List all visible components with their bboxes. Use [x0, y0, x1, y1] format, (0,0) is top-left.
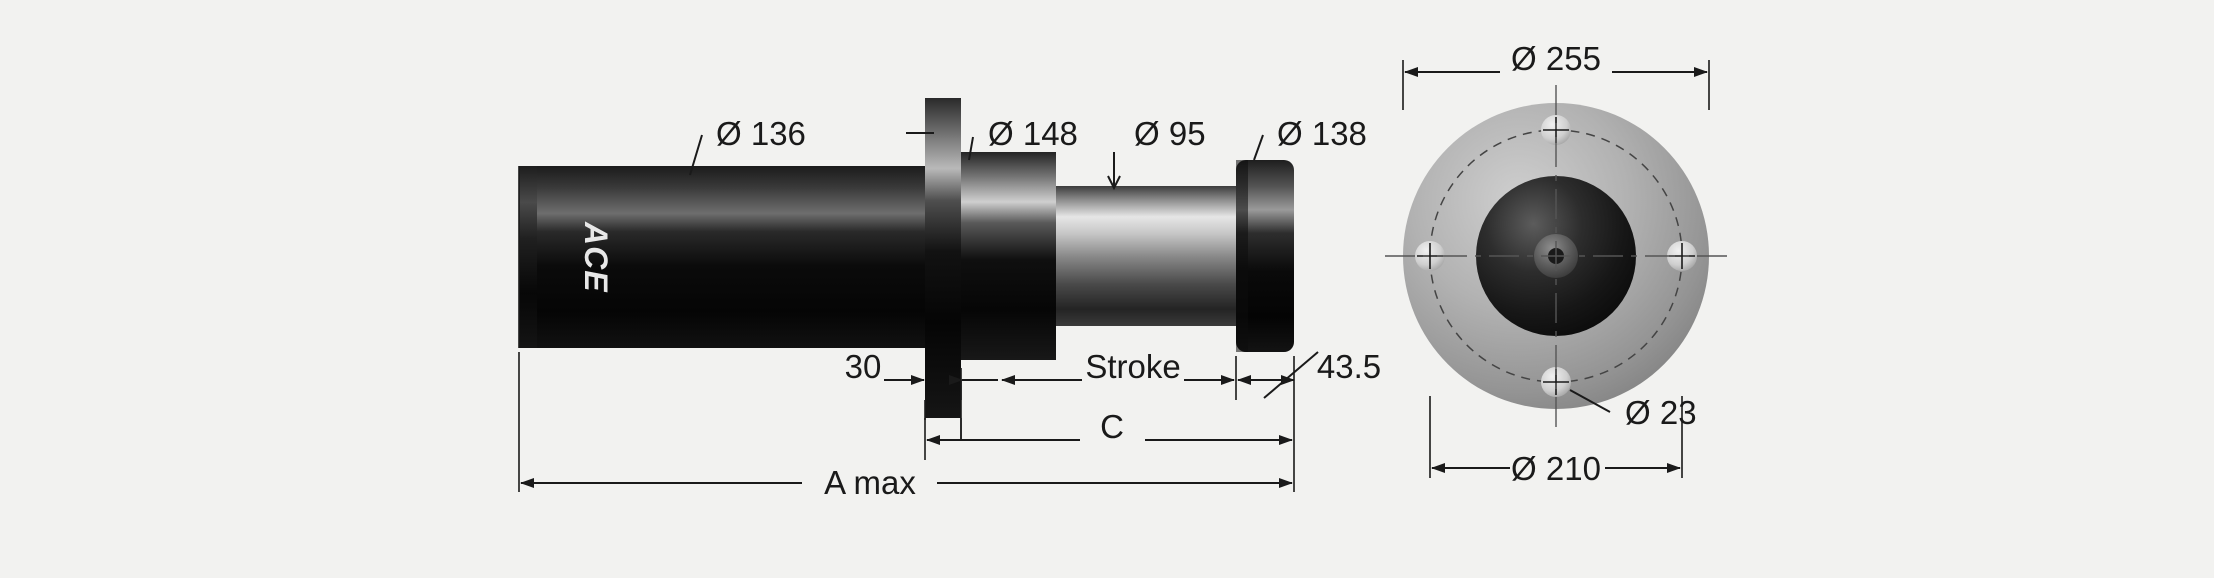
bolt-holes: [1415, 115, 1697, 397]
dim-C-label: C: [1100, 408, 1124, 445]
side-view-group: ACE Ø 136 Ø 148: [518, 98, 1381, 501]
dim-Amax-label: A max: [824, 464, 916, 501]
front-collar: [961, 152, 1056, 360]
dim-d210-label: Ø 210: [1511, 450, 1601, 487]
dim-30-label: 30: [845, 348, 882, 385]
dim-stroke: Stroke: [1001, 348, 1235, 385]
dim-d23-label: Ø 23: [1625, 394, 1697, 431]
piston-rod: [1056, 186, 1246, 326]
brand-logo: ACE: [578, 221, 614, 293]
dim-stroke-label: Stroke: [1085, 348, 1180, 385]
dim-d210: Ø 210: [1429, 396, 1683, 487]
dim-d23: Ø 23: [1569, 389, 1697, 431]
dim-d255-label: Ø 255: [1511, 40, 1601, 77]
dim-d255: Ø 255: [1402, 40, 1710, 110]
dim-d138-label: Ø 138: [1277, 115, 1367, 152]
dim-d136: Ø 136: [689, 115, 806, 176]
dim-d136-label: Ø 136: [716, 115, 806, 152]
dim-d95-label: Ø 95: [1134, 115, 1206, 152]
front-centerlines: [1385, 85, 1727, 427]
rod-end-cap: [1236, 160, 1294, 352]
dim-C: C: [926, 408, 1293, 445]
dim-d148-label: Ø 148: [988, 115, 1078, 152]
dim-30: 30: [845, 348, 998, 385]
dim-435-label: 43.5: [1317, 348, 1381, 385]
extension-lines: [518, 352, 1295, 492]
dim-Amax: A max: [520, 464, 1293, 501]
dim-d95: Ø 95: [1107, 115, 1206, 191]
dim-d148: Ø 148: [906, 115, 1078, 161]
front-view-group: Ø 255 Ø 23 Ø 210: [1385, 40, 1727, 487]
cylinder-body: [518, 166, 931, 348]
flange-ring: [925, 98, 961, 418]
dim-d138: Ø 138: [1253, 115, 1367, 161]
dim-435: 43.5: [1237, 348, 1381, 399]
